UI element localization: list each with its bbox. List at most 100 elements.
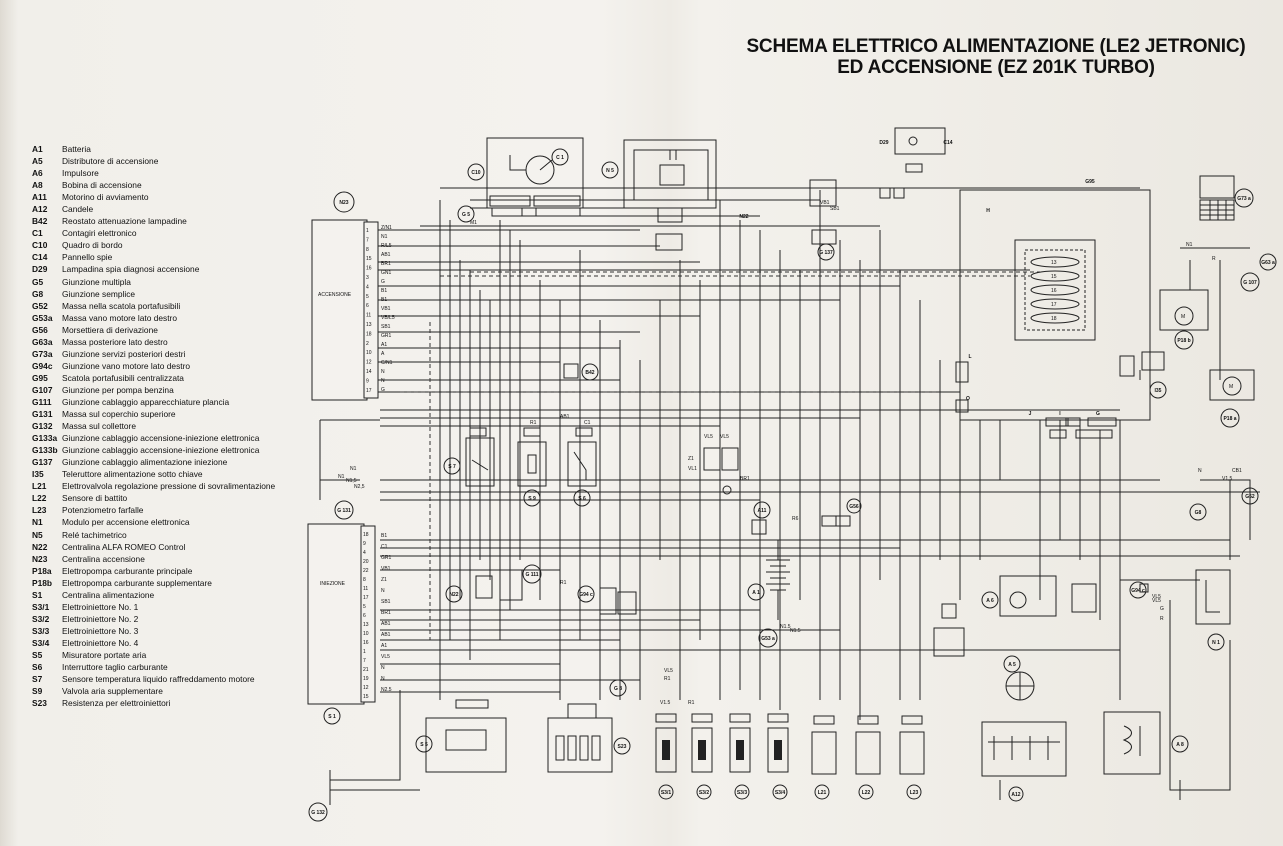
accensione-pin: 15 (366, 256, 372, 262)
legend-code: G8 (32, 288, 44, 299)
component-ref-circle (415, 735, 433, 753)
a6-pickup (999, 575, 1097, 617)
iniezione-wire-label: GR1 (381, 555, 392, 561)
legend-code: G131 (32, 409, 53, 420)
iniezione-pin: 9 (363, 541, 366, 547)
fuse (1030, 284, 1080, 296)
legend-code: N5 (32, 529, 43, 540)
legend-code: S3/1 (32, 601, 50, 612)
component-ref-g137: G 137 (819, 250, 833, 256)
accensione-wire-label: GR1 (381, 333, 392, 339)
iniezione-wire-label: B1 (381, 533, 387, 539)
component-ref-l22: L22 (862, 790, 871, 796)
accensione-pin: 17 (366, 388, 372, 394)
legend-desc: Massa sul coperchio superiore (62, 409, 176, 420)
accensione-pin: 6 (366, 303, 369, 309)
component-ref-o: O (966, 396, 970, 402)
iniezione-pin: 22 (363, 568, 369, 574)
component-ref-c10: C10 (471, 170, 480, 176)
wire-label: CB1 (1232, 468, 1242, 474)
legend-code: I35 (32, 469, 44, 480)
legend-desc: Elettropompa carburante supplementare (62, 577, 212, 588)
component-ref-g53a: G53 a (761, 636, 775, 642)
wire-label: VL1 (688, 466, 697, 472)
wire-label: N2,5 (354, 484, 365, 490)
component-ref-g52: G52 (1245, 494, 1255, 500)
legend-code: S23 (32, 698, 47, 709)
iniezione-pin: 11 (363, 586, 368, 592)
iniezione-pin: 4 (363, 550, 366, 556)
legend-desc: Impulsore (62, 168, 99, 179)
component-ref-c14: C14 (943, 140, 952, 146)
component-ref-s34: S3/4 (775, 790, 786, 796)
component-ref-s7: S 7 (448, 464, 456, 470)
s23-injector-resistor (547, 703, 613, 773)
legend-code: G94c (32, 360, 53, 371)
accensione-pin: 11 (366, 313, 371, 319)
component-ref-circle (445, 585, 463, 603)
component-ref-a12: A12 (1011, 792, 1020, 798)
legend-code: G53a (32, 312, 53, 323)
component-ref-s5: S 5 (420, 742, 428, 748)
component-ref-circle (577, 585, 595, 603)
component-ref-circle (323, 707, 341, 725)
legend-code: A1 (32, 144, 43, 154)
component-ref-circle (858, 784, 874, 800)
accensione-pin: 13 (366, 322, 372, 328)
legend-desc: Potenziometro farfalle (62, 505, 144, 516)
legend-desc: Misuratore portate aria (62, 649, 147, 660)
n22-alfa-control (475, 569, 637, 615)
wire-label: N1 (1186, 242, 1193, 248)
component-ref-circle (1240, 272, 1260, 292)
component-ref-g63a: G63 a (1261, 260, 1275, 266)
component-ref-g56: G56 (849, 504, 859, 510)
legend-desc: Interruttore taglio carburante (62, 662, 168, 673)
component-ref-circle (846, 498, 862, 514)
iniezione-wire-label: N2.5 (381, 687, 392, 693)
injectors-and-sensors (655, 713, 925, 775)
component-ref-circle (1207, 633, 1225, 651)
wire-label: N (1198, 468, 1202, 474)
diagram-title: SCHEMA ELETTRICO ALIMENTAZIONE (LE2 JETR… (716, 36, 1276, 78)
component-ref-circle (613, 737, 631, 755)
accensione-pin: 10 (366, 350, 372, 356)
iniezione-pin: 6 (363, 613, 366, 619)
wire-label: G (1160, 606, 1164, 612)
component-ref-a1: A 1 (752, 590, 760, 596)
component-ref-s23: S23 (618, 744, 627, 750)
legend-desc: Centralina ALFA ROMEO Control (62, 541, 186, 552)
component-ref-n1: N 1 (1212, 640, 1220, 646)
legend-code: G133b (32, 445, 58, 456)
accensione-wire-label: A (381, 351, 385, 357)
legend-desc: Batteria (62, 144, 91, 154)
legend-code: D29 (32, 264, 48, 275)
legend-desc: Pannello spie (62, 252, 113, 263)
component-ref-circle (467, 163, 485, 181)
legend-desc: Massa vano motore lato destro (62, 312, 177, 323)
fusebox-connectors (955, 361, 1117, 439)
g94c-junction (933, 583, 1149, 657)
legend-desc: Elettroiniettore No. 3 (62, 625, 139, 636)
component-ref-circle (1220, 408, 1240, 428)
fuse-number: 15 (1051, 274, 1057, 280)
accensione-pin: 12 (366, 360, 372, 366)
g133-junctions (703, 447, 739, 495)
legend-desc: Giunzione cablaggio accensione-iniezione… (62, 433, 260, 444)
component-ref-circle (753, 501, 771, 519)
component-ref-circle (581, 363, 599, 381)
iniezione-pin: 19 (363, 676, 369, 682)
legend-desc: Centralina alimentazione (62, 589, 155, 600)
accensione-pin: 4 (366, 284, 369, 290)
c10-instrument-cluster (486, 137, 584, 217)
component-ref-circle (1174, 330, 1194, 350)
iniezione-pin: 12 (363, 685, 369, 691)
